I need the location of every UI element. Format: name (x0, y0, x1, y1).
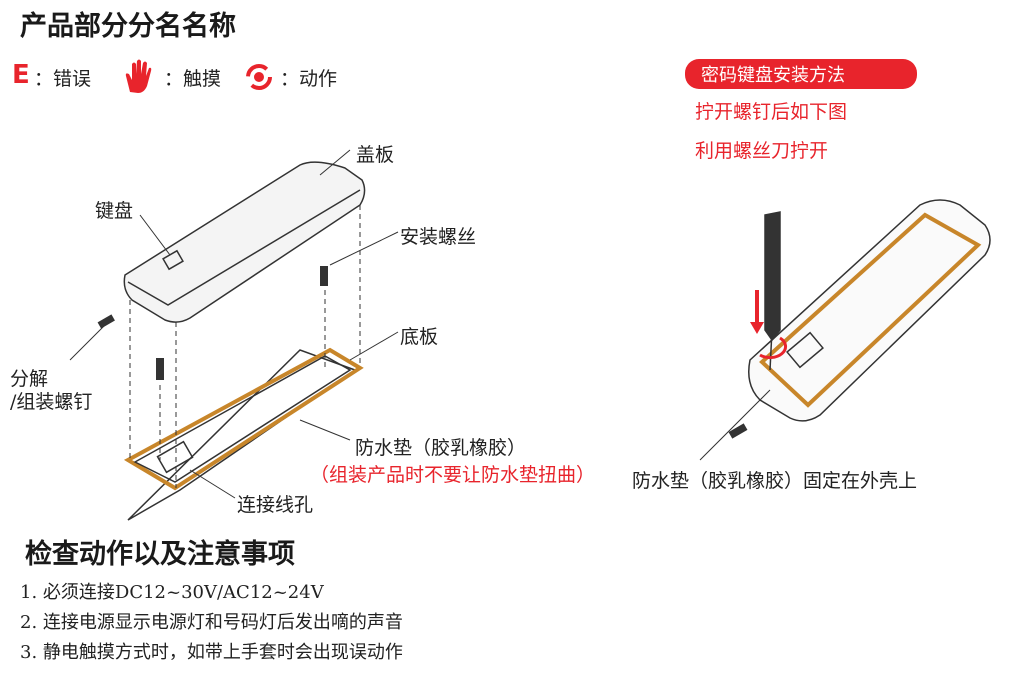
label-cover: 盖板 (356, 144, 395, 166)
label-base: 底板 (400, 326, 439, 348)
legend-action-label: ：动作 (280, 68, 338, 90)
page-title: 产品部分分名名称 (20, 11, 236, 42)
label-keypad: 键盘 (95, 200, 134, 222)
label-cable-hole: 连接线孔 (237, 494, 314, 516)
label-gasket-fixed: 防水垫（胶乳橡胶）固定在外壳上 (632, 470, 918, 492)
install-step-1: 拧开螺钉后如下图 (695, 101, 848, 123)
label-gasket-warning: （组装产品时不要让防水垫扭曲） (310, 464, 596, 486)
install-step-2: 利用螺丝刀拧开 (695, 140, 829, 162)
legend-touch-label: ：触摸 (164, 68, 222, 90)
note-item: 2. 连接电源显示电源灯和号码灯后发出嘀的声音 (20, 612, 403, 633)
notes-heading: 检查动作以及注意事项 (25, 539, 295, 570)
error-e-icon: E (12, 60, 30, 90)
legend-error-label: ：错误 (34, 68, 92, 90)
label-gasket: 防水垫（胶乳橡胶） (355, 437, 527, 459)
label-install-screw: 安装螺丝 (400, 226, 477, 248)
action-circle-icon (246, 64, 272, 90)
install-method-pill: 密码键盘安装方法 (685, 59, 917, 89)
note-item: 1. 必须连接DC12~30V/AC12~24V (20, 582, 324, 603)
note-item: 3. 静电触摸方式时，如带上手套时会出现误动作 (20, 642, 403, 663)
hand-touch-icon (125, 59, 152, 93)
label-assemble-screw: /组装螺钉 (10, 391, 93, 413)
label-disassemble: 分解 (10, 368, 49, 390)
